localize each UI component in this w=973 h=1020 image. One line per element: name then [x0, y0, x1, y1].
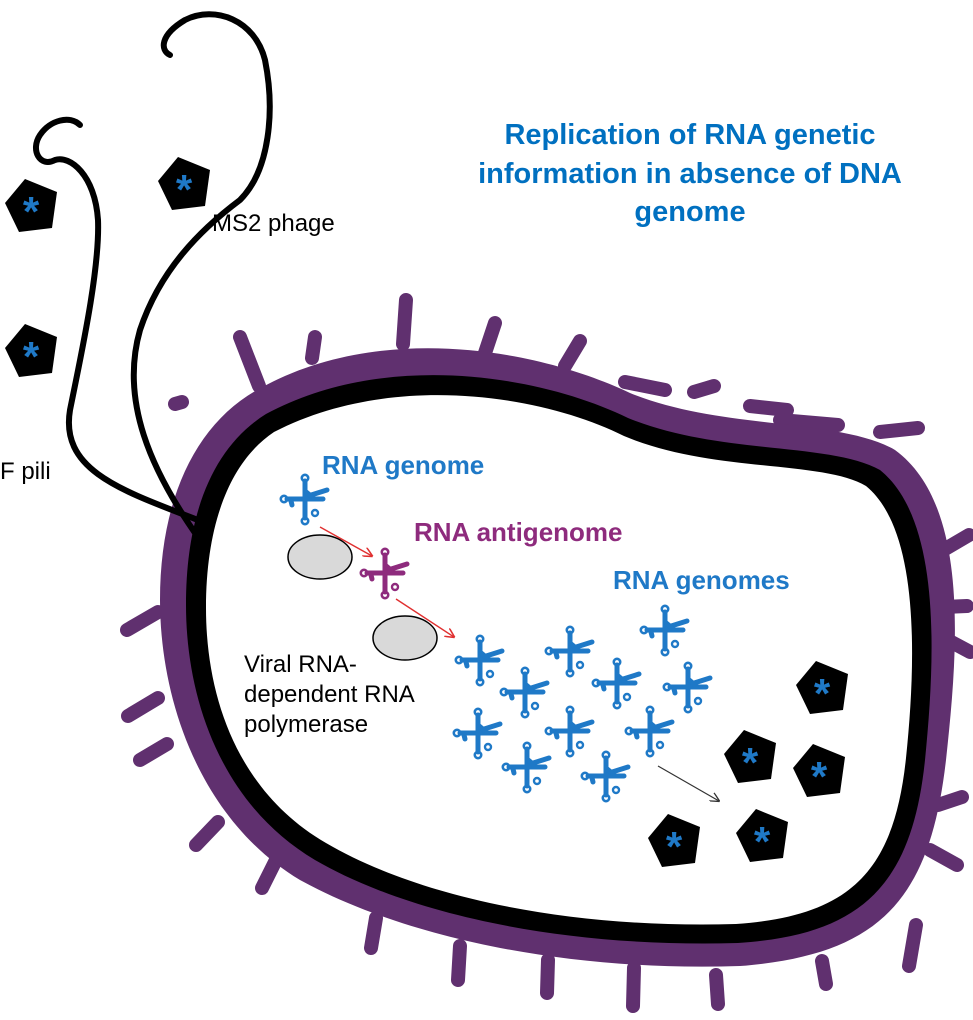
cell-cytoplasm [206, 395, 913, 925]
diagram-title: Replication of RNA genetic information i… [420, 116, 960, 232]
phage-icon [158, 157, 210, 213]
rna-genome-label: RNA genome [322, 450, 485, 480]
phage-label: MS2 phage [212, 210, 335, 237]
pili-label: F pili [0, 458, 51, 485]
title-line: genome [634, 196, 746, 229]
polymerase-label-line: Viral RNA- [244, 651, 357, 678]
arrow-icon [657, 765, 719, 801]
polymerase-label-line: dependent RNA [244, 681, 415, 708]
rna-antigenome-label: RNA antigenome [414, 517, 623, 547]
arrow-icon [319, 526, 372, 556]
polymerase-icon [287, 534, 353, 580]
polymerase-label: Viral RNA- dependent RNA polymerase [244, 650, 415, 740]
title-line: Replication of RNA genetic [504, 119, 876, 151]
f-pili [33, 11, 273, 543]
phage-icon [5, 179, 57, 235]
phage-icon [5, 324, 57, 380]
arrow-icon [395, 598, 454, 637]
rna-genomes-label: RNA genomes [613, 565, 790, 595]
polymerase-icon [372, 615, 438, 661]
polymerase-label-line: polymerase [244, 711, 369, 738]
title-line: information in absence of DNA [478, 157, 902, 190]
